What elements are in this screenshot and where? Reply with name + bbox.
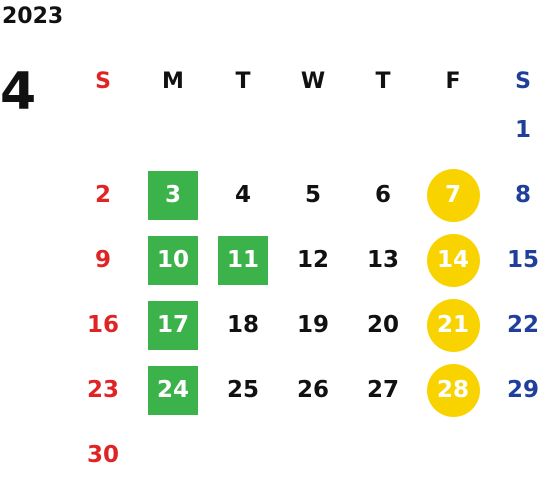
empty-cell: [278, 98, 348, 163]
day-cell[interactable]: 5: [278, 163, 348, 228]
day-number: 23: [86, 377, 119, 403]
day-cell[interactable]: 14: [418, 228, 488, 293]
day-number: 24: [148, 366, 198, 415]
day-number: 15: [506, 247, 539, 273]
day-cell[interactable]: 17: [138, 293, 208, 358]
day-number: 17: [148, 301, 198, 350]
day-number: 22: [506, 312, 539, 338]
day-cell[interactable]: 7: [418, 163, 488, 228]
day-cell[interactable]: 15: [488, 228, 548, 293]
day-cell[interactable]: 16: [68, 293, 138, 358]
day-cell[interactable]: 12: [278, 228, 348, 293]
day-cell[interactable]: 10: [138, 228, 208, 293]
day-cell[interactable]: 28: [418, 358, 488, 423]
empty-cell: [488, 423, 548, 488]
day-cell[interactable]: 30: [68, 423, 138, 488]
day-number: 14: [426, 234, 480, 287]
day-cell[interactable]: 11: [208, 228, 278, 293]
day-cell[interactable]: 2: [68, 163, 138, 228]
week-row: 2 3 4 5 6 7 8: [68, 163, 548, 228]
day-number: 25: [226, 377, 259, 403]
empty-cell: [348, 423, 418, 488]
day-number: 26: [296, 377, 329, 403]
day-cell[interactable]: 24: [138, 358, 208, 423]
day-number: 9: [94, 247, 111, 273]
day-cell[interactable]: 22: [488, 293, 548, 358]
empty-cell: [138, 98, 208, 163]
day-cell[interactable]: 4: [208, 163, 278, 228]
day-number: 8: [514, 182, 531, 208]
week-row: 16 17 18 19 20 21 22: [68, 293, 548, 358]
day-number: 11: [218, 236, 268, 285]
weekday-label: T: [375, 69, 391, 94]
empty-cell: [68, 98, 138, 163]
week-row: 9 10 11 12 13 14 15: [68, 228, 548, 293]
day-cell[interactable]: 1: [488, 98, 548, 163]
day-number: 4: [234, 182, 251, 208]
weekday-label: M: [162, 69, 184, 94]
day-number: 30: [86, 442, 119, 468]
day-number: 13: [366, 247, 399, 273]
day-number: 27: [366, 377, 399, 403]
day-number: 29: [506, 377, 539, 403]
day-number: 7: [426, 169, 480, 222]
day-cell[interactable]: 26: [278, 358, 348, 423]
day-cell[interactable]: 18: [208, 293, 278, 358]
day-cell[interactable]: 23: [68, 358, 138, 423]
day-cell[interactable]: 19: [278, 293, 348, 358]
empty-cell: [208, 423, 278, 488]
day-number: 2: [94, 182, 111, 208]
weekday-label: W: [300, 69, 326, 94]
day-number: 6: [374, 182, 391, 208]
day-number: 28: [426, 364, 480, 417]
week-row: 23 24 25 26 27 28 29: [68, 358, 548, 423]
empty-cell: [208, 98, 278, 163]
day-number: 20: [366, 312, 399, 338]
day-number: 16: [86, 312, 119, 338]
empty-cell: [348, 98, 418, 163]
empty-cell: [418, 98, 488, 163]
day-cell[interactable]: 25: [208, 358, 278, 423]
day-number: 10: [148, 236, 198, 285]
week-row: 30: [68, 423, 548, 488]
day-number: 19: [296, 312, 329, 338]
day-cell[interactable]: 3: [138, 163, 208, 228]
weekday-label: S: [515, 69, 531, 94]
day-cell[interactable]: 21: [418, 293, 488, 358]
day-number: 5: [304, 182, 321, 208]
day-cell[interactable]: 6: [348, 163, 418, 228]
year-label: 2023: [2, 4, 64, 29]
month-number: 4: [0, 62, 37, 122]
day-cell[interactable]: 27: [348, 358, 418, 423]
day-cell[interactable]: 13: [348, 228, 418, 293]
day-cell[interactable]: 29: [488, 358, 548, 423]
day-cell[interactable]: 20: [348, 293, 418, 358]
empty-cell: [278, 423, 348, 488]
empty-cell: [138, 423, 208, 488]
day-number: 12: [296, 247, 329, 273]
day-cell[interactable]: 9: [68, 228, 138, 293]
weekday-label: F: [445, 69, 461, 94]
day-number: 1: [514, 117, 531, 143]
day-number: 3: [148, 171, 198, 220]
weekday-label: S: [95, 69, 111, 94]
week-row: 1: [68, 98, 548, 163]
empty-cell: [418, 423, 488, 488]
day-number: 18: [226, 312, 259, 338]
day-cell[interactable]: 8: [488, 163, 548, 228]
day-number: 21: [426, 299, 480, 352]
weekday-label: T: [235, 69, 251, 94]
